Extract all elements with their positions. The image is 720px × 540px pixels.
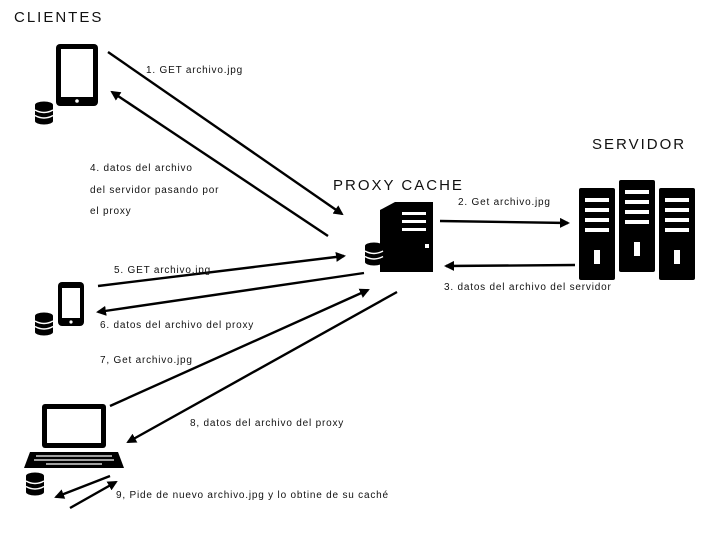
label-step5: 5. GET archivo.jpg xyxy=(114,265,211,276)
label-step6: 6. datos del archivo del proxy xyxy=(100,320,254,331)
label-step2: 2. Get archivo.jpg xyxy=(458,197,551,208)
clients-title: CLIENTES xyxy=(14,9,103,26)
laptop-database-icon xyxy=(25,471,45,497)
label-step4-line2: del servidor pasando por xyxy=(90,185,219,196)
tablet-icon xyxy=(56,44,98,106)
label-step1: 1. GET archivo.jpg xyxy=(146,65,243,76)
server-title: SERVIDOR xyxy=(592,136,686,153)
server-rack-icon xyxy=(579,180,695,280)
arrow-step5 xyxy=(97,252,346,288)
arrow-step4 xyxy=(110,90,329,237)
arrow-step9-return xyxy=(54,474,111,499)
label-step4-line3: el proxy xyxy=(90,206,131,217)
tablet-database-icon xyxy=(34,100,54,126)
label-step4-line1: 4. datos del archivo xyxy=(90,163,193,174)
phone-database-icon xyxy=(34,311,54,337)
proxy-database-icon xyxy=(364,241,384,267)
arrow-step8 xyxy=(126,290,398,444)
arrow-step1 xyxy=(107,51,344,216)
label-step7: 7, Get archivo.jpg xyxy=(100,355,193,366)
label-step9: 9, Pide de nuevo archivo.jpg y lo obtine… xyxy=(116,490,389,501)
proxy-title: PROXY CACHE xyxy=(333,177,464,194)
arrow-step3 xyxy=(444,260,576,271)
arrow-step2 xyxy=(439,217,570,228)
proxy-server-icon xyxy=(380,202,433,272)
arrow-step7 xyxy=(109,288,370,408)
arrow-step9-request xyxy=(69,480,118,510)
label-step3: 3. datos del archivo del servidor xyxy=(444,282,612,293)
arrow-step6 xyxy=(96,271,365,316)
laptop-icon xyxy=(24,404,124,468)
label-step8: 8, datos del archivo del proxy xyxy=(190,418,344,429)
smartphone-icon xyxy=(58,282,84,326)
